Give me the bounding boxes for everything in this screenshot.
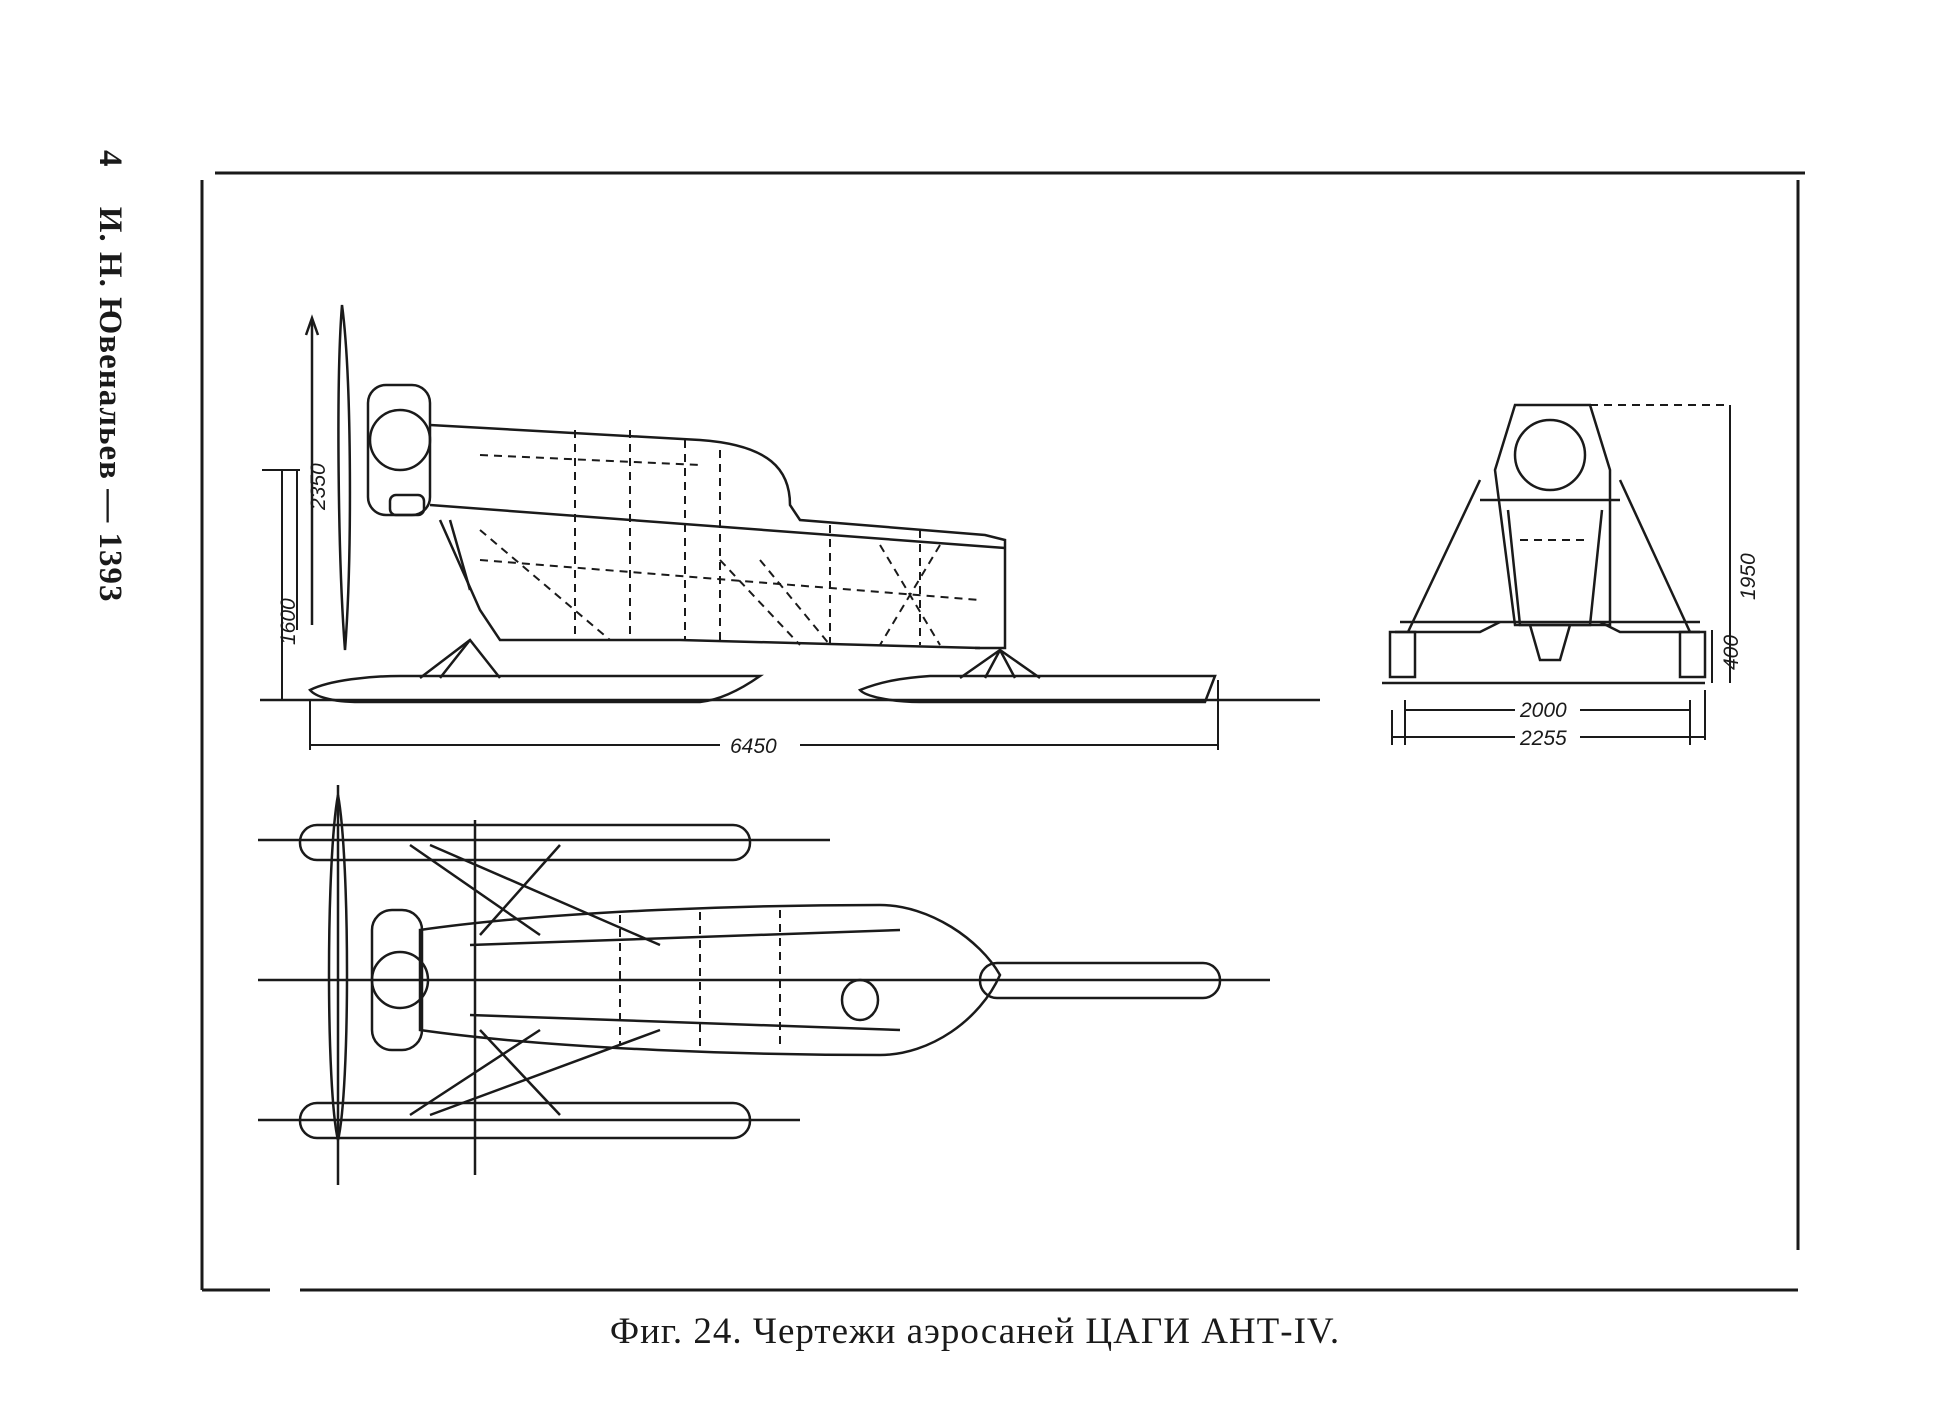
front-view-dimensions bbox=[1391, 405, 1731, 745]
dim-ski-height: 400 bbox=[1720, 635, 1743, 670]
dim-height: 1600 bbox=[277, 598, 300, 645]
dim-track-outer: 2255 bbox=[1519, 727, 1567, 750]
dim-length: 6450 bbox=[730, 735, 777, 758]
dim-front-height: 1950 bbox=[1737, 553, 1760, 600]
drawing-frame bbox=[200, 171, 1805, 1292]
side-view-dimensions bbox=[262, 469, 1219, 750]
figure-caption: Фиг. 24. Чертежи аэросаней ЦАГИ АНТ-IV. bbox=[609, 1311, 1341, 1352]
dim-track-inner: 2000 bbox=[1519, 699, 1567, 722]
dim-propeller: 2350 bbox=[307, 463, 330, 511]
front-view bbox=[1382, 403, 1730, 685]
side-view bbox=[260, 304, 1320, 704]
top-view bbox=[258, 785, 1270, 1185]
